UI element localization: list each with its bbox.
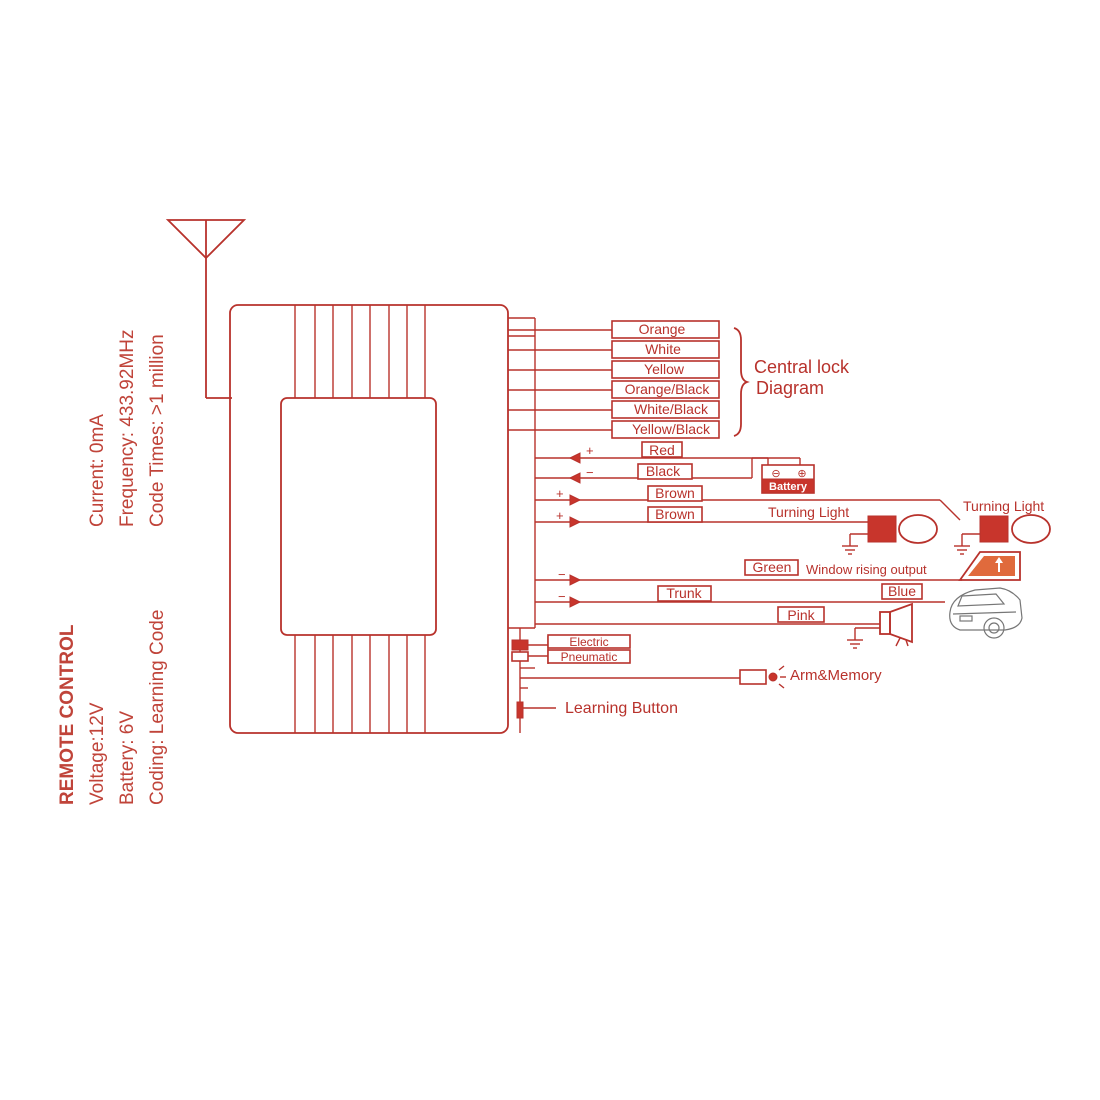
arm-memory-wire: Arm&Memory: [520, 665, 882, 689]
wire-white: White: [645, 341, 681, 357]
wire-brown-2: Brown: [655, 506, 695, 522]
wire-orange: Orange: [639, 321, 686, 337]
remote-battery: Battery: 6V: [117, 711, 138, 805]
wire-yellow: Yellow: [644, 361, 685, 377]
wire-trunk: Trunk: [666, 585, 702, 601]
svg-text:⊖: ⊖: [771, 468, 780, 480]
wire-brown-1: Brown: [655, 485, 695, 501]
window-icon: [958, 551, 1021, 581]
central-lock-title-line2: Diagram: [756, 378, 824, 398]
wire-yellow-black: Yellow/Black: [632, 421, 711, 437]
arm-memory-label: Arm&Memory: [790, 667, 882, 684]
lock-type-selector: Electric Pneumatic: [511, 634, 631, 664]
car-icon: [949, 587, 1023, 639]
svg-text:+: +: [586, 443, 594, 458]
antenna-icon: [165, 219, 247, 399]
turning-light-label-1: Turning Light: [768, 504, 849, 520]
learning-button-wire: Learning Button: [516, 700, 678, 719]
svg-text:−: −: [558, 589, 566, 604]
wire-blue: Blue: [888, 583, 916, 599]
svg-text:+: +: [556, 508, 564, 523]
connector-block: [508, 317, 536, 733]
remote-control-title: REMOTE CONTROL: [57, 624, 78, 805]
svg-text:−: −: [586, 465, 594, 480]
lamp-icon: [842, 514, 938, 555]
spec-frequency: Frequency: 433.92MHz: [117, 330, 138, 528]
led-icon: [739, 665, 786, 689]
spec-code-times: Code Times: >1 million: [147, 334, 168, 527]
module-top-traces: [294, 305, 426, 398]
trunk-siren-wires: − Trunk Blue Pink: [535, 583, 1023, 649]
spec-current: Current: 0mA: [87, 414, 108, 527]
wire-orange-black: Orange/Black: [625, 381, 711, 397]
learning-button-label: Learning Button: [565, 700, 678, 717]
turning-light-label-2: Turning Light: [963, 498, 1044, 514]
siren-icon: [847, 602, 913, 649]
remote-coding: Coding: Learning Code: [147, 610, 168, 805]
central-lock-bracket: [733, 327, 750, 437]
module-bottom-traces: [294, 635, 426, 733]
wire-green: Green: [753, 559, 792, 575]
battery-label: Battery: [769, 481, 808, 493]
wire-white-black: White/Black: [634, 401, 709, 417]
pneumatic-label: Pneumatic: [561, 650, 618, 664]
window-output-label: Window rising output: [806, 562, 927, 577]
power-wires: + Red − Black ⊖ ⊕ Battery: [535, 441, 815, 494]
wire-pink: Pink: [787, 607, 815, 623]
central-lock-wires: Orange White Yellow Orange/Black White/B…: [508, 320, 850, 439]
svg-text:−: −: [558, 567, 566, 582]
lamp-icon: [954, 514, 1051, 555]
battery-icon: ⊖ ⊕ Battery: [761, 464, 815, 494]
window-output-wire: − Green Window rising output: [535, 551, 1021, 586]
remote-control-specs: REMOTE CONTROL Voltage:12V Battery: 6V C…: [57, 610, 168, 805]
remote-voltage: Voltage:12V: [87, 702, 108, 805]
electric-label: Electric: [569, 635, 608, 649]
module-specs: Current: 0mA Frequency: 433.92MHz Code T…: [87, 330, 168, 528]
wire-black: Black: [646, 463, 681, 479]
svg-text:⊕: ⊕: [797, 468, 806, 480]
central-lock-title-line1: Central lock: [754, 357, 850, 377]
wire-red: Red: [649, 442, 675, 458]
svg-text:+: +: [556, 486, 564, 501]
control-module: [229, 304, 536, 734]
turning-light-wires: + Brown + Brown Turning Light Turning Li…: [535, 485, 1051, 555]
